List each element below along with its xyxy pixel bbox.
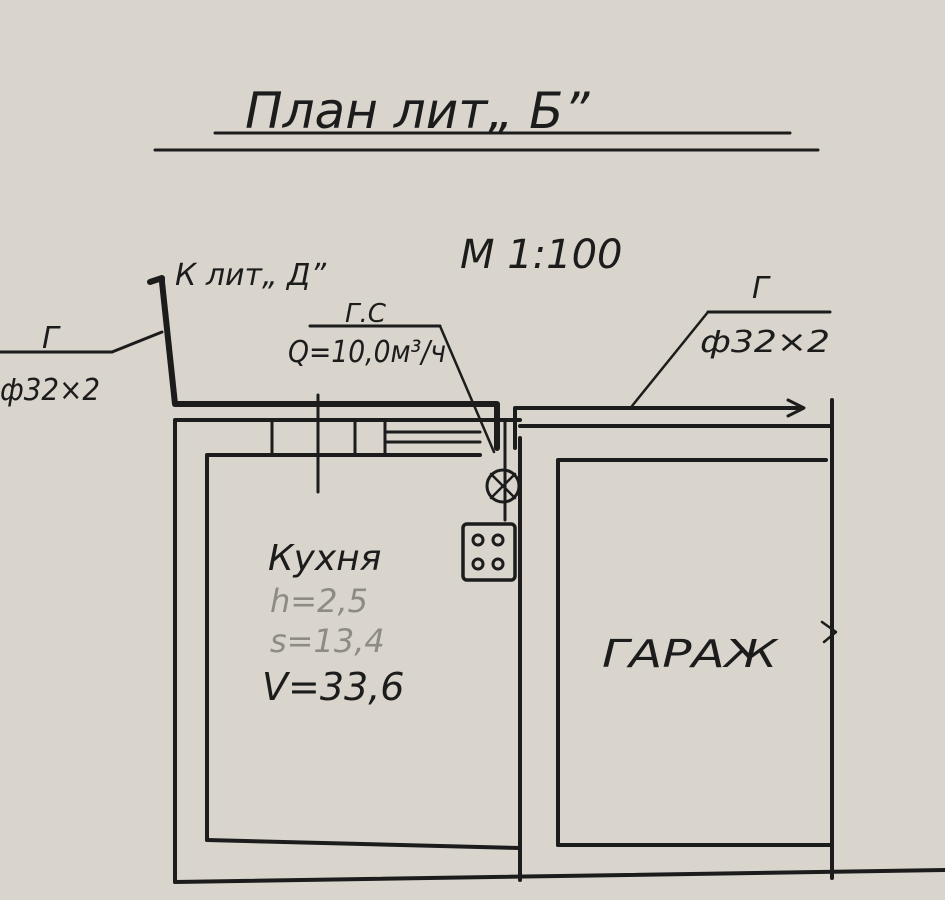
meter-leader bbox=[438, 324, 496, 454]
meter-label: Г.С bbox=[345, 299, 387, 329]
plan-title: План лит„ Б” bbox=[245, 82, 590, 140]
pipe-left-leader bbox=[110, 330, 164, 354]
pipe-right-type: Г bbox=[752, 271, 771, 306]
stove-burner-1 bbox=[471, 533, 485, 547]
gas-pipe-right-arrow bbox=[786, 398, 806, 418]
meter-flow: Q=10,0м³/ч bbox=[288, 335, 446, 370]
pointer-label-lit-d: К лит„ Д” bbox=[175, 258, 326, 293]
gas-stove-icon bbox=[461, 522, 517, 582]
kitchen-volume: V=33,6 bbox=[262, 665, 404, 709]
stove-burner-4 bbox=[491, 557, 505, 571]
garage-wall-inner bbox=[556, 458, 828, 847]
garage-wall-break-mark bbox=[820, 620, 838, 644]
outer-wall-left bbox=[173, 418, 522, 884]
kitchen-area: s=13,4 bbox=[270, 622, 385, 660]
pipe-left-type: Г bbox=[42, 321, 61, 356]
kitchen-height: h=2,5 bbox=[270, 582, 368, 620]
gas-pipe-right bbox=[513, 406, 802, 450]
gas-meter-icon bbox=[485, 468, 521, 504]
outer-wall-bottom bbox=[173, 868, 945, 884]
stove-burner-3 bbox=[471, 557, 485, 571]
kitchen-wall-bottom bbox=[205, 838, 522, 850]
pipe-right-leader bbox=[630, 310, 710, 408]
outer-wall-right-top bbox=[518, 398, 834, 428]
gas-meter-cross-2 bbox=[489, 472, 517, 500]
garage-name: ГАРАЖ bbox=[602, 632, 780, 676]
kitchen-name: Кухня bbox=[268, 538, 381, 579]
stove-burner-2 bbox=[491, 533, 505, 547]
scale-label: М 1:100 bbox=[460, 232, 623, 278]
gas-pipe-left bbox=[147, 275, 500, 451]
pipe-right-size: ф32×2 bbox=[700, 325, 830, 360]
pipe-left-size: ф32×2 bbox=[0, 373, 100, 408]
kitchen-wall-inner bbox=[205, 453, 482, 842]
